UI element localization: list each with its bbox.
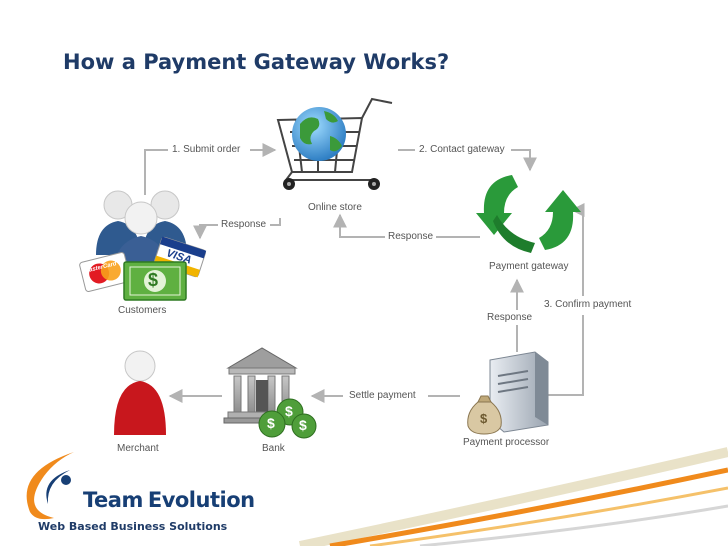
logo-word-evolution: Evolution bbox=[147, 488, 255, 512]
mastercard-card-icon bbox=[79, 252, 131, 292]
cash-icon bbox=[123, 261, 187, 301]
logo-tagline: Web Based Business Solutions bbox=[38, 520, 228, 533]
arrow-submit-order bbox=[144, 150, 275, 195]
cash-dollar-sign: $ bbox=[148, 270, 159, 290]
footer-swoosh bbox=[298, 447, 728, 546]
node-label-payment-gateway: Payment gateway bbox=[489, 261, 569, 272]
bank-bag-dollar-sign-2: $ bbox=[267, 415, 275, 431]
node-label-payment-processor: Payment processor bbox=[463, 437, 550, 448]
bank-bag-dollar-sign-3: $ bbox=[299, 417, 307, 433]
node-label-online-store: Online store bbox=[308, 202, 362, 213]
money-bag-dollar-sign: $ bbox=[480, 411, 488, 426]
node-label-bank: Bank bbox=[262, 443, 285, 454]
label-response-gateway: Response bbox=[487, 312, 533, 323]
bank-icon bbox=[223, 347, 317, 439]
bank-money-bags-icon bbox=[258, 398, 317, 439]
label-contact-gateway: 2. Contact gateway bbox=[419, 144, 505, 155]
arrow-response-to-customers bbox=[200, 218, 281, 238]
label-submit-order: 1. Submit order bbox=[172, 144, 241, 155]
payment-gateway-icon bbox=[476, 175, 581, 253]
label-response-store: Response bbox=[388, 231, 434, 242]
label-confirm-payment: 3. Confirm payment bbox=[544, 299, 632, 310]
shopping-cart-icon bbox=[276, 97, 393, 190]
arrow-response-to-store bbox=[340, 215, 480, 238]
merchant-icon bbox=[114, 350, 166, 435]
logo-word-team: Team bbox=[83, 488, 143, 512]
team-evolution-logo-mark bbox=[26, 452, 74, 520]
label-settle-payment: Settle payment bbox=[349, 390, 416, 401]
node-label-customers: Customers bbox=[118, 305, 167, 316]
page-title: How a Payment Gateway Works? bbox=[63, 50, 450, 74]
bank-bag-dollar-sign-1: $ bbox=[285, 403, 293, 419]
node-label-merchant: Merchant bbox=[117, 443, 159, 454]
label-response-customers: Response bbox=[221, 219, 267, 230]
payment-processor-icon bbox=[467, 351, 549, 435]
customers-icon bbox=[79, 190, 207, 301]
money-bag-icon bbox=[467, 395, 502, 435]
arrow-contact-gateway bbox=[398, 149, 530, 170]
